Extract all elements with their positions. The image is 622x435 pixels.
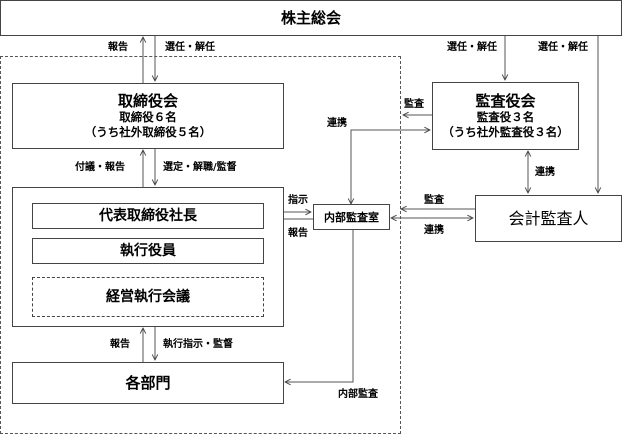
label-exec-report: 付議・報告 — [75, 162, 125, 173]
label-exec-direct: 執行指示・監督 — [163, 339, 233, 350]
president-title: 代表取締役社長 — [99, 207, 197, 224]
departments-title: 各部門 — [125, 374, 171, 392]
board-members: 取締役６名 — [119, 110, 177, 124]
label-auditors-audit: 監査 — [404, 99, 424, 110]
label-board-supervise: 選定・解職/監督 — [163, 162, 237, 173]
executive-officers-box: 執行役員 — [32, 238, 264, 264]
auditors-board-title: 監査役会 — [475, 92, 536, 110]
label-internal-audit-depts: 内部監査 — [338, 389, 378, 400]
board-outside-members: （うち社外取締役５名） — [84, 125, 212, 139]
internal-audit-box: 内部監査室 — [313, 204, 390, 230]
label-depts-report: 報告 — [110, 339, 130, 350]
auditors-board-box: 監査役会 監査役３名 （うち社外監査役３名） — [432, 82, 579, 150]
board-of-directors-box: 取締役会 取締役６名 （うち社外取締役５名） — [12, 83, 284, 149]
label-accounting-audit: 監査 — [424, 195, 444, 206]
accounting-auditor-box: 会計監査人 — [475, 195, 622, 242]
management-meeting-box: 経営執行会議 — [32, 277, 264, 317]
label-president-instruct: 指示 — [288, 195, 308, 206]
label-auditors-internal-link: 連携 — [327, 118, 347, 129]
label-board-report: 報告 — [108, 42, 128, 53]
auditors-outside-members: （うち社外監査役３名） — [442, 125, 569, 139]
president-box: 代表取締役社長 — [32, 203, 264, 229]
label-internal-report: 報告 — [288, 228, 308, 239]
label-shareholders-elect-board: 選任・解任 — [165, 42, 215, 53]
shareholders-meeting-title: 株主総会 — [280, 9, 341, 27]
auditors-members: 監査役３名 — [476, 110, 535, 124]
board-title: 取締役会 — [117, 92, 178, 110]
label-shareholders-elect-accounting: 選任・解任 — [538, 42, 588, 53]
shareholders-meeting-box: 株主総会 — [0, 0, 622, 36]
departments-box: 各部門 — [12, 362, 284, 404]
label-shareholders-elect-auditors: 選任・解任 — [447, 42, 497, 53]
label-auditors-accounting-link: 連携 — [535, 167, 555, 178]
accounting-auditor-title: 会計監査人 — [508, 208, 589, 228]
label-accounting-internal-link: 連携 — [424, 225, 444, 236]
internal-audit-title: 内部監査室 — [324, 210, 379, 224]
executive-officers-title: 執行役員 — [120, 242, 176, 259]
company-boundary — [0, 56, 401, 434]
management-meeting-title: 経営執行会議 — [106, 288, 190, 305]
